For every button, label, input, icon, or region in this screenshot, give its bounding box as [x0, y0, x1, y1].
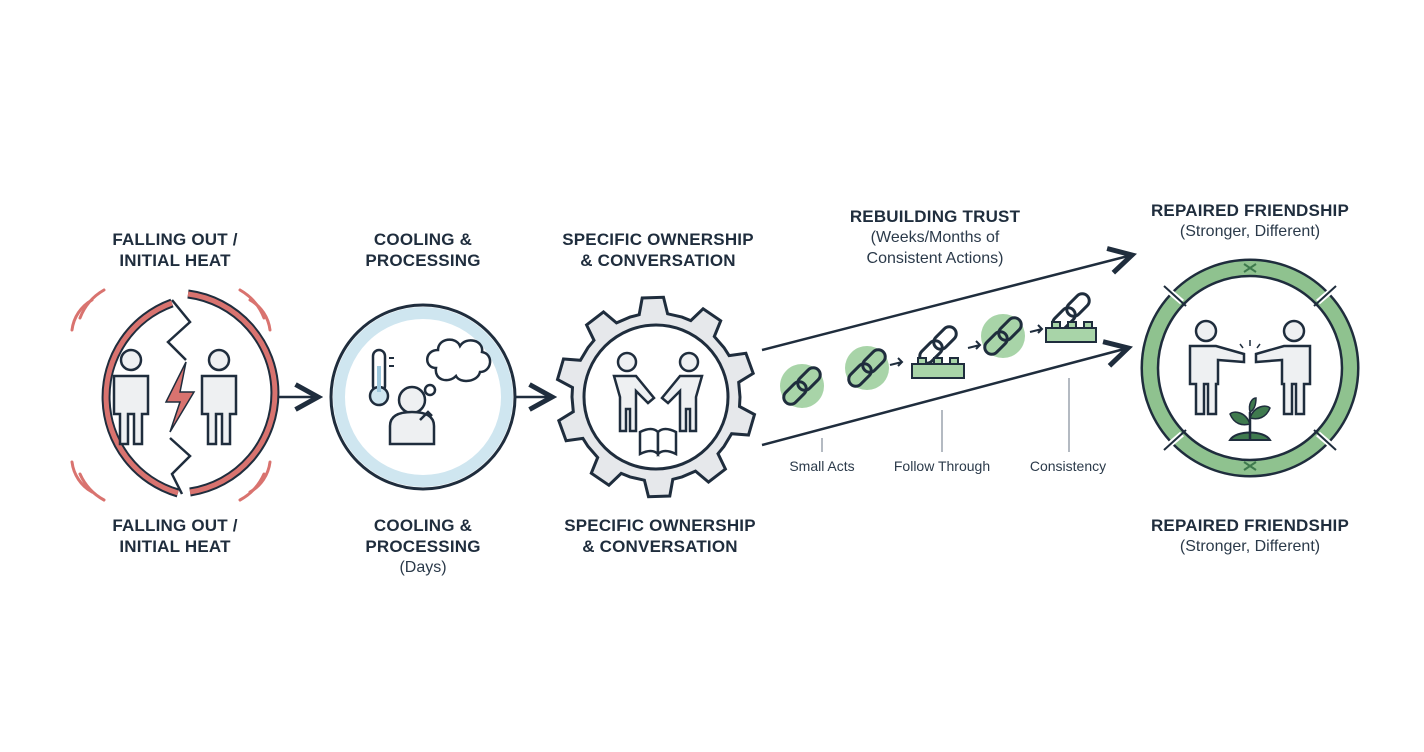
chain-link-icon	[780, 364, 824, 408]
chain-link-icon	[845, 346, 889, 390]
arrow-icon	[761, 255, 1132, 352]
stage-5-top-title: REPAIRED FRIENDSHIP	[1150, 201, 1350, 220]
thermometer-icon	[368, 348, 394, 407]
stage-5-bottom-label: REPAIRED FRIENDSHIP (Stronger, Different…	[1130, 515, 1370, 557]
trust-step-small-acts: Small Acts	[789, 458, 855, 474]
trust-step-follow-through: Follow Through	[893, 458, 991, 474]
stage-4-top-subtitle-line-1: (Weeks/Months of	[870, 229, 1000, 246]
stage-4-top-label: REBUILDING TRUST (Weeks/Months of Consis…	[815, 206, 1055, 269]
chain-link-icon	[981, 314, 1025, 358]
stage-1-top-title-line-2: INITIAL HEAT	[119, 251, 231, 270]
building-blocks-icon	[911, 357, 965, 379]
stage-3-top-label: SPECIFIC OWNERSHIP & CONVERSATION	[538, 229, 778, 271]
stage-2-bottom-title-line-1: COOLING &	[373, 516, 473, 535]
gear-icon	[555, 295, 757, 499]
stage-2-top-label: COOLING & PROCESSING	[323, 229, 523, 271]
repaired-friendship-icon	[1140, 258, 1360, 478]
stage-3-bottom-label: SPECIFIC OWNERSHIP & CONVERSATION	[540, 515, 780, 557]
stage-3-bottom-title-line-1: SPECIFIC OWNERSHIP	[564, 516, 756, 535]
stage-5-top-label: REPAIRED FRIENDSHIP (Stronger, Different…	[1130, 200, 1370, 242]
stage-4-top-title: REBUILDING TRUST	[849, 207, 1021, 226]
handshake-icon	[612, 351, 704, 433]
arrow-icon	[761, 348, 1128, 447]
stage-5-bottom-subtitle: (Stronger, Different)	[1179, 538, 1321, 555]
stage-3-top-title-line-1: SPECIFIC OWNERSHIP	[562, 230, 754, 249]
stage-2-top-title-line-1: COOLING &	[373, 230, 473, 249]
stage-5-bottom-title: REPAIRED FRIENDSHIP	[1150, 516, 1350, 535]
stage-1-bottom-label: FALLING OUT / INITIAL HEAT	[75, 515, 275, 557]
building-blocks-icon	[1045, 321, 1097, 343]
stage-2-bottom-label: COOLING & PROCESSING (Days)	[323, 515, 523, 578]
cooling-icon	[329, 303, 517, 491]
rebuilding-trust-path	[761, 255, 1132, 452]
stage-3-top-title-line-2: & CONVERSATION	[580, 251, 736, 270]
stage-2-bottom-subtitle: (Days)	[399, 559, 447, 576]
stage-1-bottom-title-line-2: INITIAL HEAT	[119, 537, 231, 556]
stage-1-top-label: FALLING OUT / INITIAL HEAT	[75, 229, 275, 271]
stage-4-top-subtitle-line-2: Consistent Actions)	[866, 250, 1004, 267]
falling-out-icon	[70, 288, 280, 502]
sprout-icon	[1228, 397, 1272, 441]
lightning-icon	[164, 361, 196, 433]
book-icon	[638, 427, 678, 458]
trust-step-consistency: Consistency	[1029, 458, 1107, 474]
stage-2-bottom-title-line-2: PROCESSING	[365, 537, 481, 556]
stage-2-top-title-line-2: PROCESSING	[365, 251, 481, 270]
stage-3-bottom-title-line-2: & CONVERSATION	[582, 537, 738, 556]
stage-1-top-title-line-1: FALLING OUT /	[112, 230, 238, 249]
stage-5-top-subtitle: (Stronger, Different)	[1179, 223, 1321, 240]
stage-1-bottom-title-line-1: FALLING OUT /	[112, 516, 238, 535]
